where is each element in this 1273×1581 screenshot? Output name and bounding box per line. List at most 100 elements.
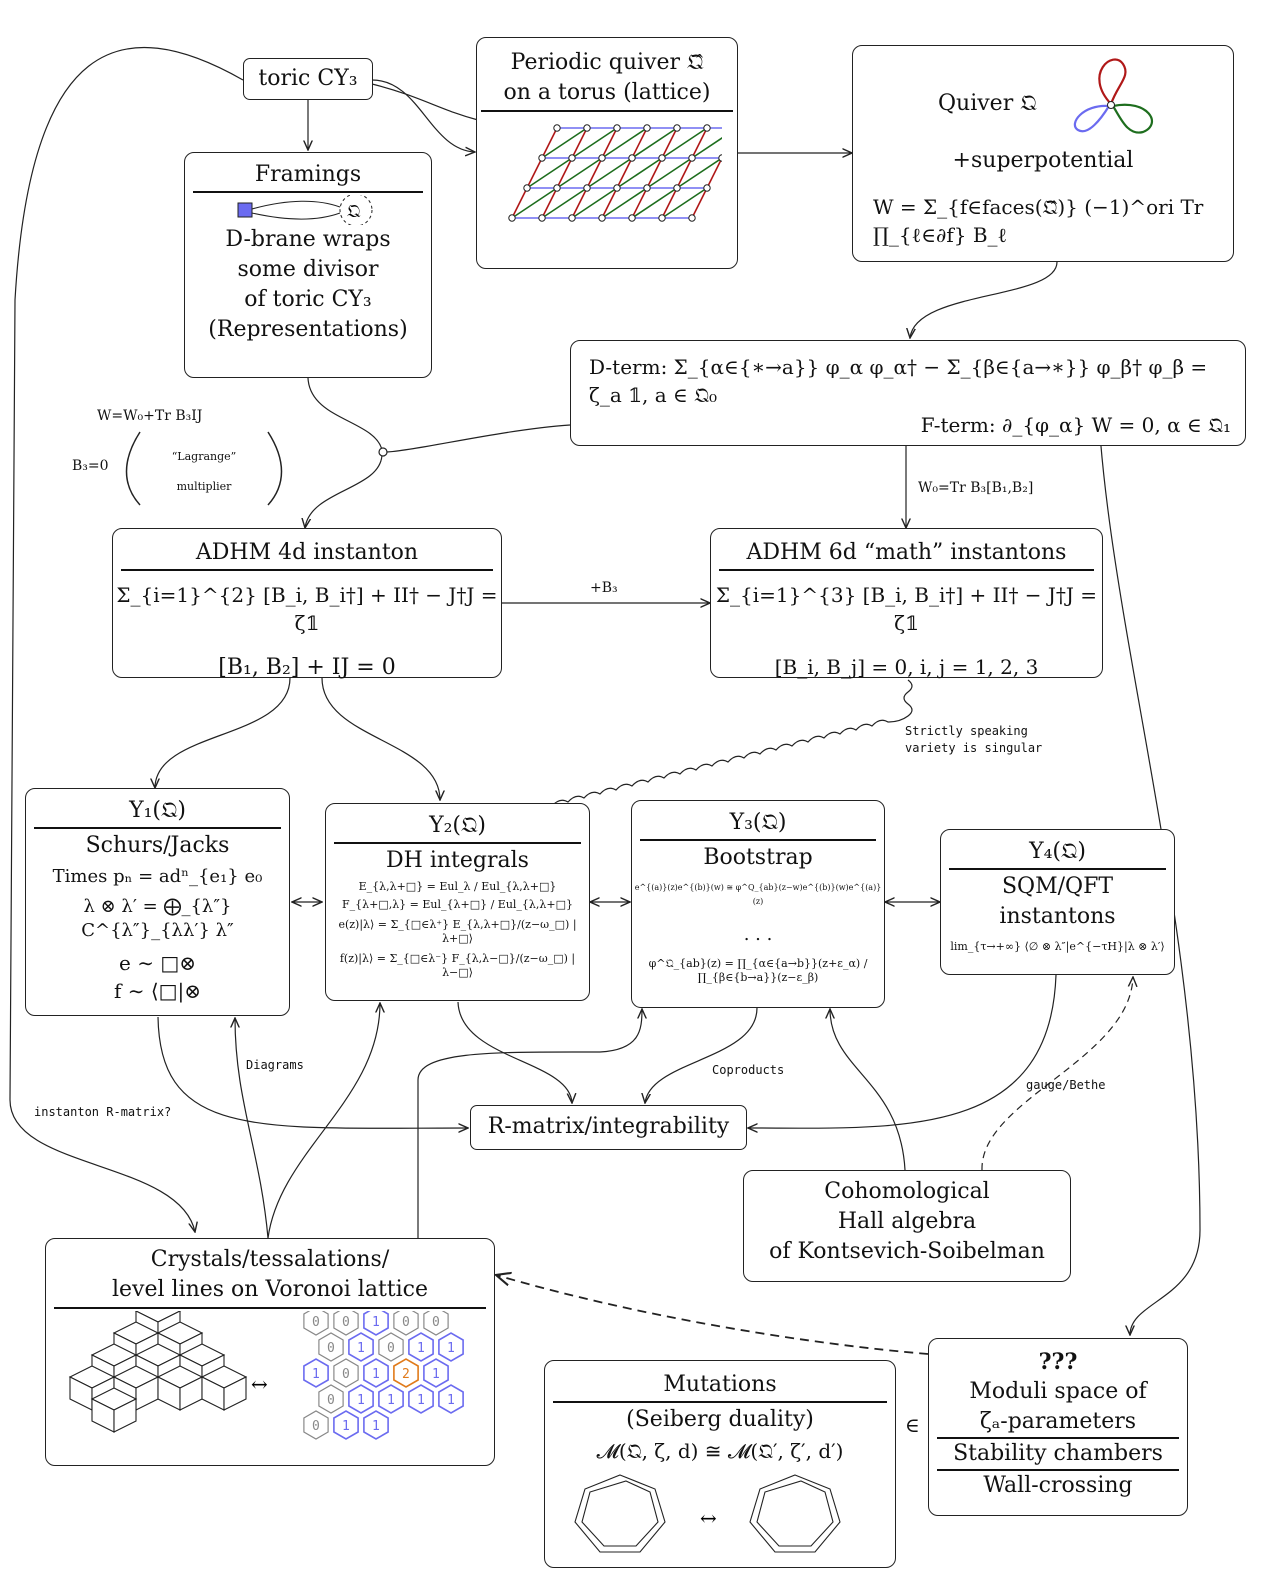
toric-label: toric CY₃ — [258, 66, 358, 91]
y2-eq-4: f(z)|λ⟩ = Σ_{□∈λ⁻} F_{λ,λ−□}/(z−ω_□) |λ−… — [339, 952, 576, 979]
adhm-4d-box: ADHM 4d instanton Σ_{i=1}^{2} [B_i, B_i†… — [112, 528, 502, 680]
superpotential-label: +superpotential — [952, 148, 1134, 173]
y4-box: Y₄(𝔔) SQM/QFT instantons lim_{τ→+∞} ⟨∅ ⊗… — [940, 829, 1175, 975]
lagrange-b3: B₃=0 — [72, 458, 109, 474]
hex-number: 1 — [432, 1367, 440, 1382]
coh-line-2: Hall algebra — [837, 1209, 977, 1234]
periodic-lattice-figure — [508, 124, 741, 222]
edge-adhm4-to-y1 — [155, 677, 291, 788]
edge-crystals-to-y2 — [267, 1003, 380, 1239]
periodic-quiver-box: Periodic quiver 𝔔̂ on a torus (lattice) — [476, 37, 741, 269]
svg-text:𝔔: 𝔔 — [347, 201, 361, 222]
adhm4-eq2: [B₁, B₂] + IJ = 0 — [218, 655, 396, 680]
y4-line-1: SQM/QFT — [1001, 874, 1114, 899]
y4-eq: lim_{τ→+∞} ⟨∅ ⊗ λ″|e^{−τH}|λ ⊗ λ′⟩ — [950, 940, 1165, 953]
y3-box: Y₃(𝔔) Bootstrap e^{(a)}(z)e^{(b)}(w) ≅ φ… — [631, 800, 885, 1008]
mutations-line-2: 𝓜(𝔔, ζ, d) ≅ 𝓜(𝔔′, ζ′, d′) — [596, 1439, 844, 1463]
hex-number: 0 — [402, 1315, 410, 1330]
crystals-arrow: ↔ — [251, 1372, 268, 1396]
adhm4-title: ADHM 4d instanton — [195, 540, 419, 565]
edge-toric-to-crystals — [9, 46, 244, 1232]
hex-number: 0 — [312, 1419, 320, 1434]
y1-line-5: f ∼ ⟨□|⊗ — [113, 979, 202, 1003]
edge-coh-to-y3 — [830, 1009, 906, 1171]
mutations-line-1: (Seiberg duality) — [626, 1407, 814, 1432]
quiver-label: Quiver 𝔔 — [938, 91, 1037, 116]
crystals-box: Crystals/tessalations/ level lines on Vo… — [45, 1238, 495, 1466]
y1-title: Y₁(𝔔) — [129, 798, 186, 823]
hex-number: 0 — [327, 1393, 335, 1408]
hex-number: 0 — [342, 1315, 350, 1330]
edge-y4-to-rmatrix — [748, 974, 1057, 1128]
hex-number: 0 — [432, 1315, 440, 1330]
moduli-question: ??? — [1038, 1349, 1078, 1375]
edge-adhm4-to-y2 — [321, 677, 440, 800]
dterm-formula: D-term: Σ_{α∈{∗→a}} φ_α φ_α† − Σ_{β∈{a→∗… — [589, 355, 1208, 407]
edge-y3-to-rmatrix — [645, 1007, 758, 1103]
adhm6-title: ADHM 6d “math” instantons — [746, 540, 1067, 565]
framings-line-1: D-brane wraps — [225, 227, 391, 252]
toric-cy3-node: toric CY₃ — [243, 58, 373, 100]
diagrams-label: Diagrams — [246, 1058, 304, 1072]
hex-number: 0 — [312, 1315, 320, 1330]
hex-number: 1 — [372, 1419, 380, 1434]
hex-number: 0 — [342, 1367, 350, 1382]
strictly-line-1: Strictly speaking — [905, 724, 1028, 738]
hex-number: 1 — [447, 1341, 455, 1356]
adhm4-eq1: Σ_{i=1}^{2} [B_i, B_i†] + II† − J†J = ζ𝟙 — [116, 583, 498, 635]
rmatrix-label: R-matrix/integrability — [487, 1114, 730, 1139]
hex-number: 1 — [372, 1367, 380, 1382]
hex-number: 0 — [327, 1341, 335, 1356]
coproducts-label: Coproducts — [712, 1063, 785, 1077]
edge-coh-to-y4-dashed — [981, 977, 1133, 1171]
y2-eq-2: F_{λ+□,λ} = Eul_{λ+□} / Eul_{λ,λ+□} — [342, 898, 573, 911]
framings-title: Framings — [254, 162, 362, 187]
hex-number: 1 — [417, 1393, 425, 1408]
plus-b3-label: +B₃ — [590, 580, 618, 596]
crystals-line-1: Crystals/tessalations/ — [150, 1247, 390, 1272]
gauge-bethe-label: gauge/Bethe — [1026, 1078, 1106, 1092]
moduli-line-4: Wall-crossing — [983, 1473, 1133, 1498]
hex-number: 1 — [357, 1393, 365, 1408]
y1-line-4: e ∼ □⊗ — [119, 951, 196, 975]
edge-adhm6-to-y2-wavy — [538, 679, 913, 816]
hex-number: 1 — [417, 1341, 425, 1356]
periodic-title-1: Periodic quiver 𝔔̂ — [510, 50, 704, 75]
edge-y2-to-rmatrix — [457, 1001, 572, 1103]
y3-eq-1: e^{(a)}(z)e^{(b)}(w) ≅ φ^Q_{ab}(z−w)e^{(… — [634, 883, 882, 906]
mutation-figures: ↔ — [574, 1474, 841, 1553]
w0-label: W₀=Tr B₃[B₁,B₂] — [918, 480, 1034, 496]
periodic-title-2: on a torus (lattice) — [503, 80, 711, 105]
edge-moduli-to-crystals-dashed — [496, 1275, 929, 1355]
moduli-line-3: Stability chambers — [953, 1441, 1163, 1466]
crystals-line-2: level lines on Voronoi lattice — [111, 1277, 428, 1302]
edge-terms-merge — [386, 424, 571, 453]
moduli-line-1: Moduli space of — [969, 1379, 1147, 1404]
instanton-rmatrix-label: instanton R-matrix? — [34, 1105, 172, 1119]
framings-box: Framings 𝔔 D-brane wraps some divisor of… — [184, 152, 432, 378]
y1-line-2: Times pₙ = adⁿ_{e₁} e₀ — [52, 866, 263, 887]
edge-crystals-to-y1 — [235, 1018, 269, 1239]
lagrange-multiplier: multiplier — [176, 480, 232, 493]
y4-title: Y₄(𝔔) — [1029, 839, 1086, 864]
y3-title: Y₃(𝔔) — [729, 810, 787, 835]
y2-eq-3: e(z)|λ⟩ = Σ_{□∈λ⁺} E_{λ,λ+□}/(z−ω_□) |λ+… — [338, 918, 577, 945]
hex-number: 0 — [387, 1341, 395, 1356]
lagrange-w: W=W₀+Tr B₃IJ — [97, 408, 203, 424]
strictly-line-2: variety is singular — [905, 741, 1043, 755]
superpotential-formula: W = Σ_{f∈faces(𝔔̂)} (−1)^ori Tr ∏_{ℓ∈∂f}… — [873, 195, 1204, 247]
y1-line-3: λ ⊗ λ′ = ⨁_{λ″} C^{λ″}_{λλ′} λ″ — [81, 896, 234, 941]
y2-title: Y₂(𝔔) — [429, 813, 486, 838]
fterm-formula: F-term: ∂_{φ_α} W = 0, α ∈ 𝔔₁ — [920, 413, 1231, 437]
hex-number: 1 — [372, 1315, 380, 1330]
quiver-loops-figure — [1073, 58, 1154, 134]
mutations-title: Mutations — [663, 1372, 777, 1397]
edge-crystals-to-y3 — [417, 1009, 642, 1238]
edge-y1-to-rmatrix — [157, 1016, 468, 1128]
framings-line-4: (Representations) — [208, 317, 408, 342]
edge-quiver-to-terms — [910, 261, 1058, 338]
hex-number: 1 — [342, 1419, 350, 1434]
